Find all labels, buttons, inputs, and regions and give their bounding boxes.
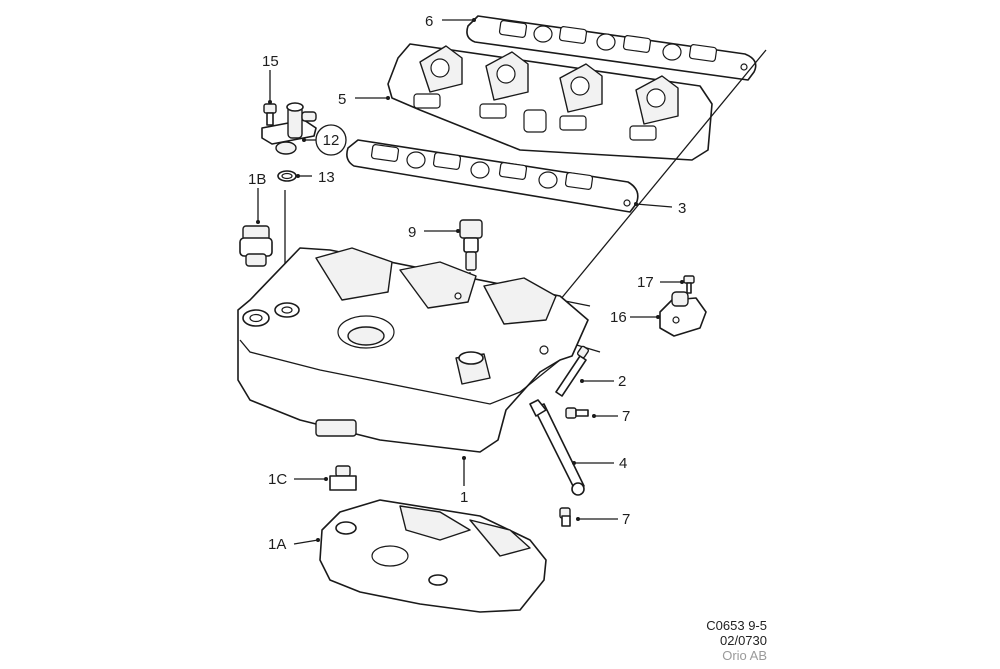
label-part-17: 17 xyxy=(637,274,654,291)
figure-date: 02/0730 xyxy=(720,633,767,648)
label-part-1c: 1C xyxy=(268,471,287,488)
label-part-7-lower: 7 xyxy=(622,511,630,528)
label-part-1a: 1A xyxy=(268,536,286,553)
label-part-15: 15 xyxy=(262,53,279,70)
valve-part-12 xyxy=(261,102,317,155)
label-part-9: 9 xyxy=(408,224,416,241)
label-part-5: 5 xyxy=(338,91,346,108)
lower-gasket-part-3 xyxy=(346,139,639,213)
company-name: Orio AB xyxy=(722,648,767,663)
figure-code: C0653 9-5 xyxy=(706,618,767,633)
label-part-1: 1 xyxy=(460,489,468,506)
leader-lines xyxy=(256,18,684,545)
plug-part-1b xyxy=(239,225,273,267)
long-bolt-part-2 xyxy=(555,345,590,397)
sensor-part-9 xyxy=(459,219,483,271)
nut-part-1c xyxy=(329,465,357,491)
label-part-4: 4 xyxy=(619,455,627,472)
plenum-part-1 xyxy=(237,247,589,453)
bracket-part-4 xyxy=(529,399,585,496)
callout-circle-12 xyxy=(315,124,347,156)
diagram-footer: C0653 9-5 02/0730 Orio AB xyxy=(706,618,767,663)
label-part-13: 13 xyxy=(318,169,335,186)
label-part-7-upper: 7 xyxy=(622,408,630,425)
upper-gasket-part-6 xyxy=(466,15,757,81)
bolt-part-15 xyxy=(263,103,277,126)
callout-labels: 6 5 15 12 1B 13 3 9 17 16 2 7 4 1 1C 7 1… xyxy=(248,13,686,553)
label-part-1b: 1B xyxy=(248,171,266,188)
label-part-16: 16 xyxy=(610,309,627,326)
bolt-part-7-upper xyxy=(565,407,589,419)
lower-housing-part-1a xyxy=(319,499,547,613)
actuator-part-16 xyxy=(659,291,707,337)
label-part-6: 6 xyxy=(425,13,433,30)
label-part-12: 12 xyxy=(323,132,340,149)
intake-manifold-part-5 xyxy=(387,43,713,161)
bolt-part-17 xyxy=(683,275,695,294)
o-ring-part-13 xyxy=(277,170,297,182)
bolt-part-7-lower xyxy=(559,507,571,527)
label-part-3: 3 xyxy=(678,200,686,217)
label-part-2: 2 xyxy=(618,373,626,390)
